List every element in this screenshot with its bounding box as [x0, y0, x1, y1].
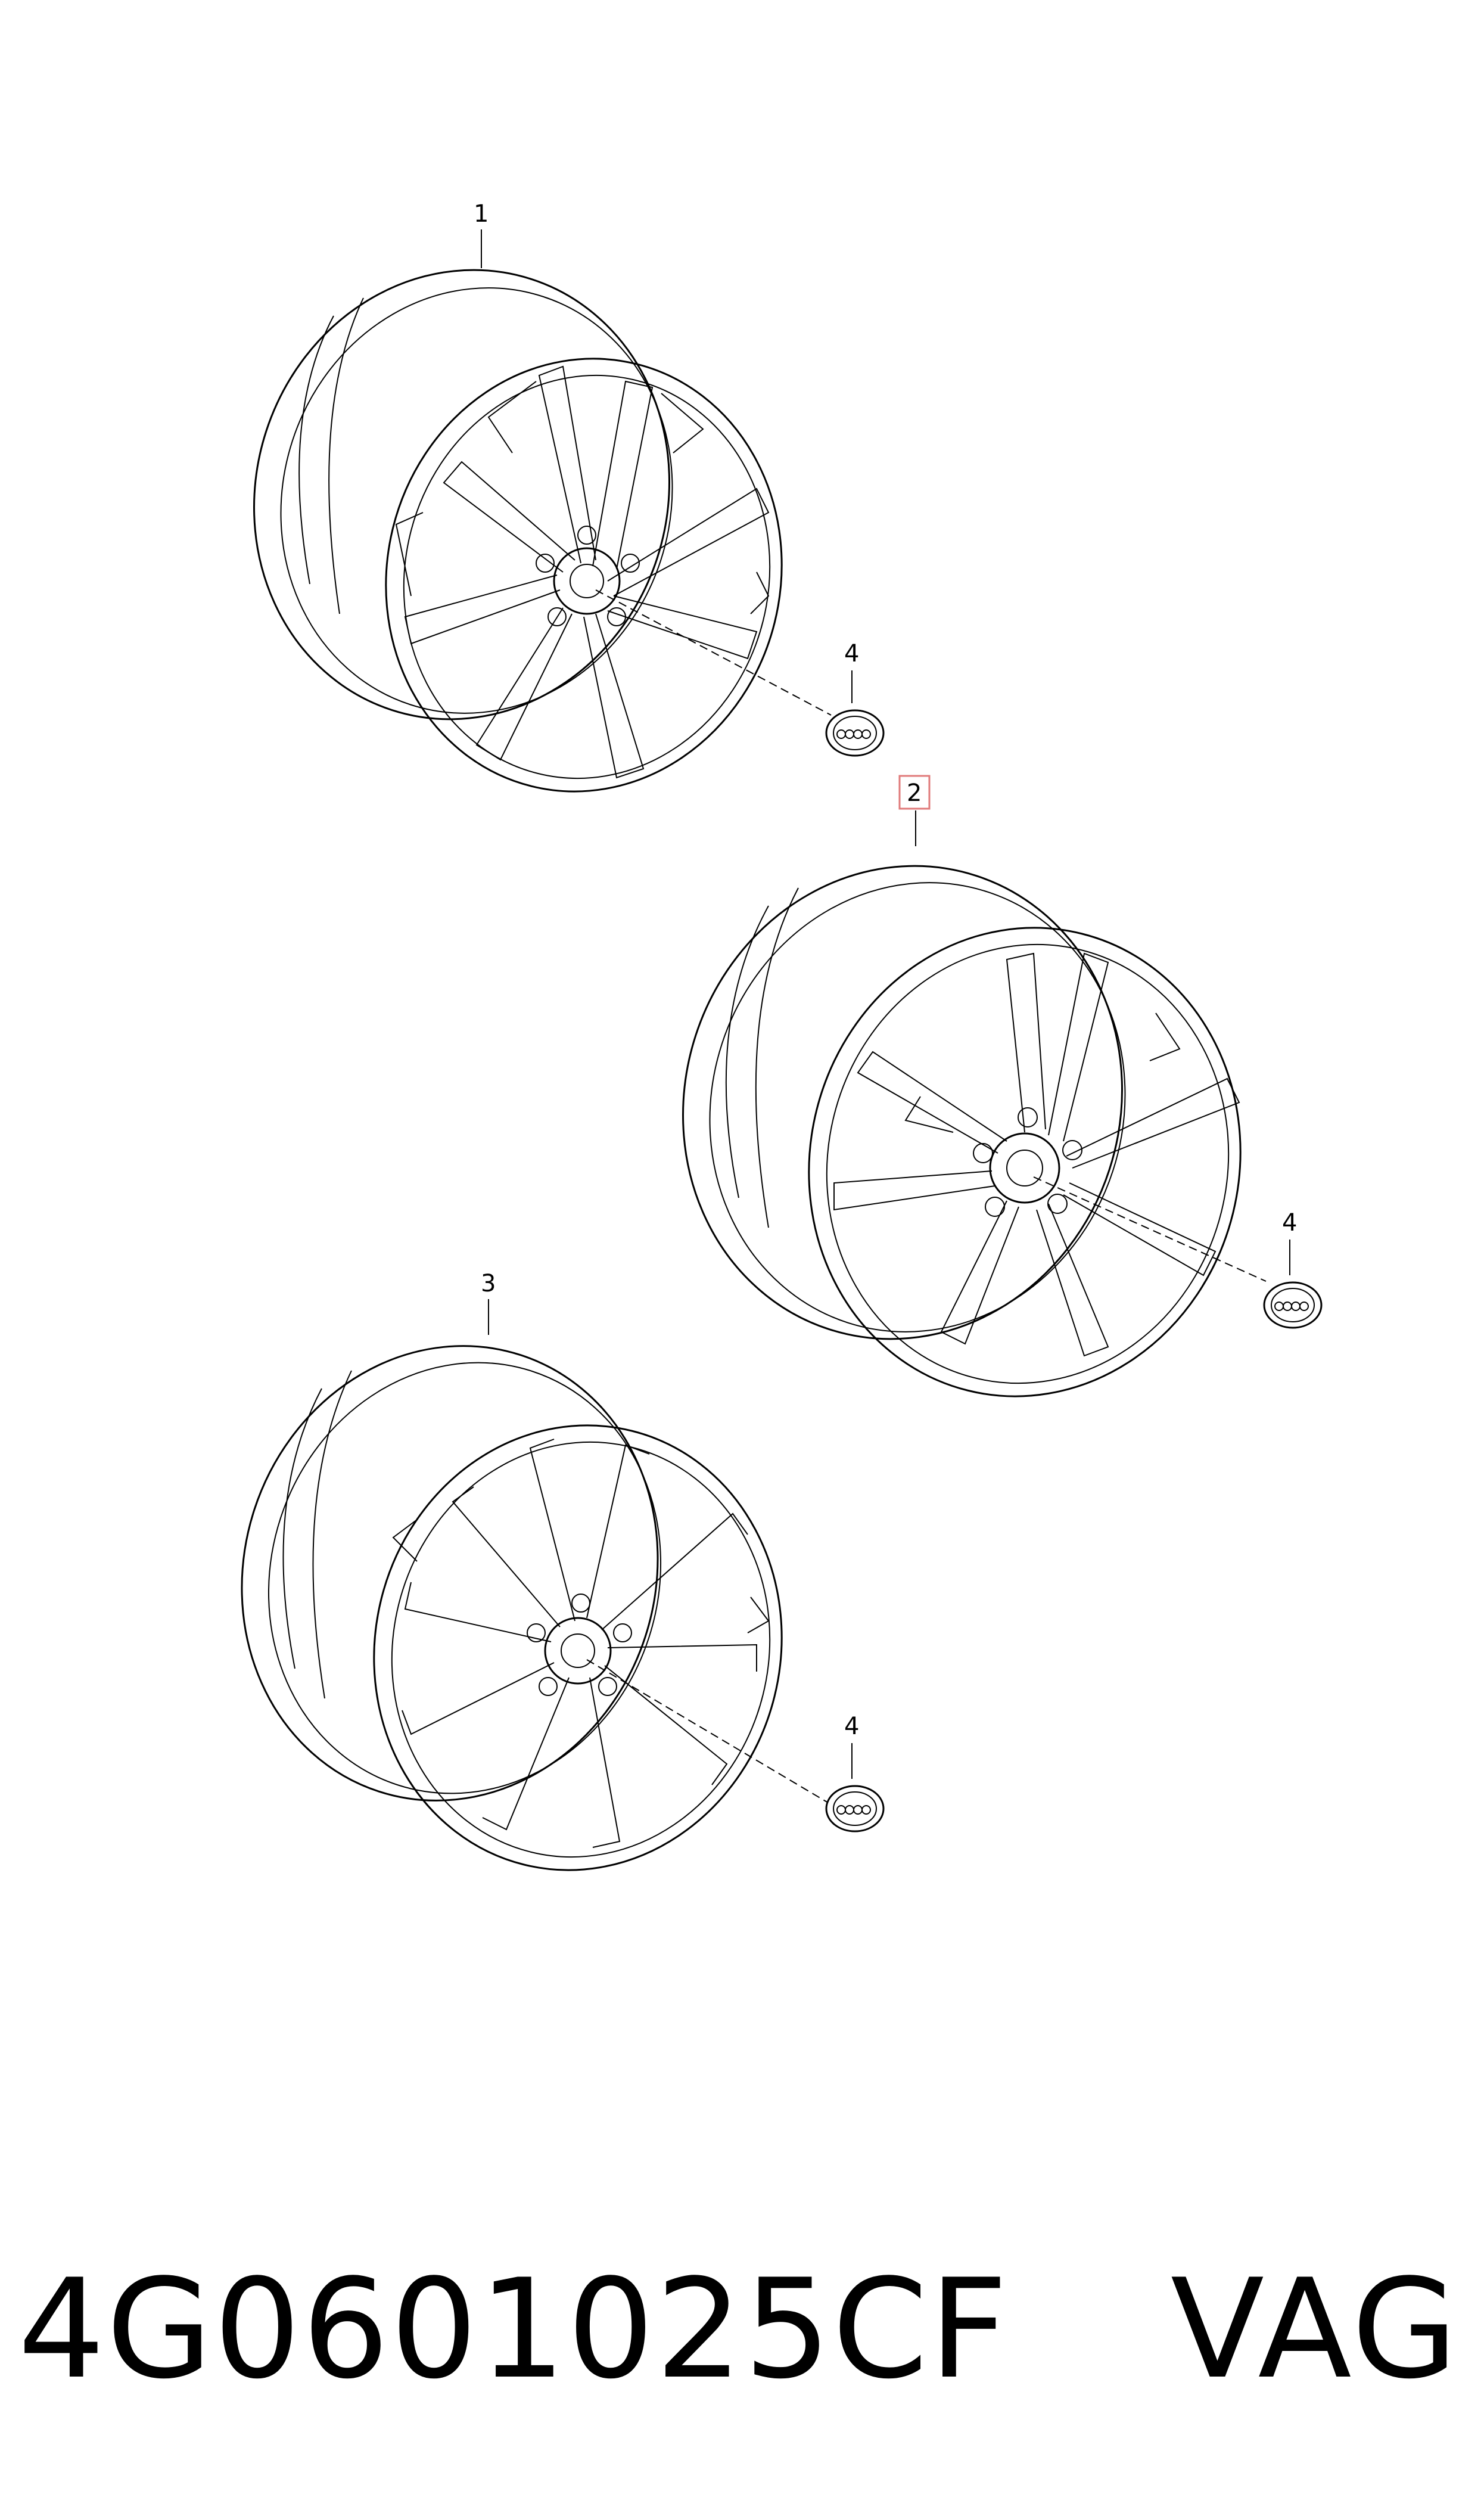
callout-label-4-c: 4 [844, 1713, 859, 1740]
audi-rings-icon [836, 1805, 871, 1815]
callout-label-4-b: 4 [1282, 1209, 1297, 1237]
callout-label-3: 3 [481, 1270, 496, 1297]
center-cap-3[interactable]: 4 [586, 1659, 885, 1832]
wheel-3[interactable]: 3 [183, 1270, 829, 1914]
callout-label-4-a: 4 [844, 640, 859, 667]
brand-label: VAG [1170, 2250, 1460, 2409]
wheel-1[interactable]: 1 [196, 200, 827, 834]
part-number: 4G0601025CF [18, 2250, 1009, 2409]
audi-rings-icon [1274, 1302, 1309, 1311]
callout-label-1: 1 [474, 200, 489, 228]
callout-label-2: 2 [907, 779, 922, 807]
center-cap-2[interactable]: 4 [1033, 1176, 1323, 1329]
wheel-2[interactable]: 2 [622, 775, 1290, 1442]
callout-highlight-box [898, 775, 931, 810]
center-cap-1[interactable]: 4 [595, 589, 885, 757]
audi-rings-icon [836, 729, 871, 739]
